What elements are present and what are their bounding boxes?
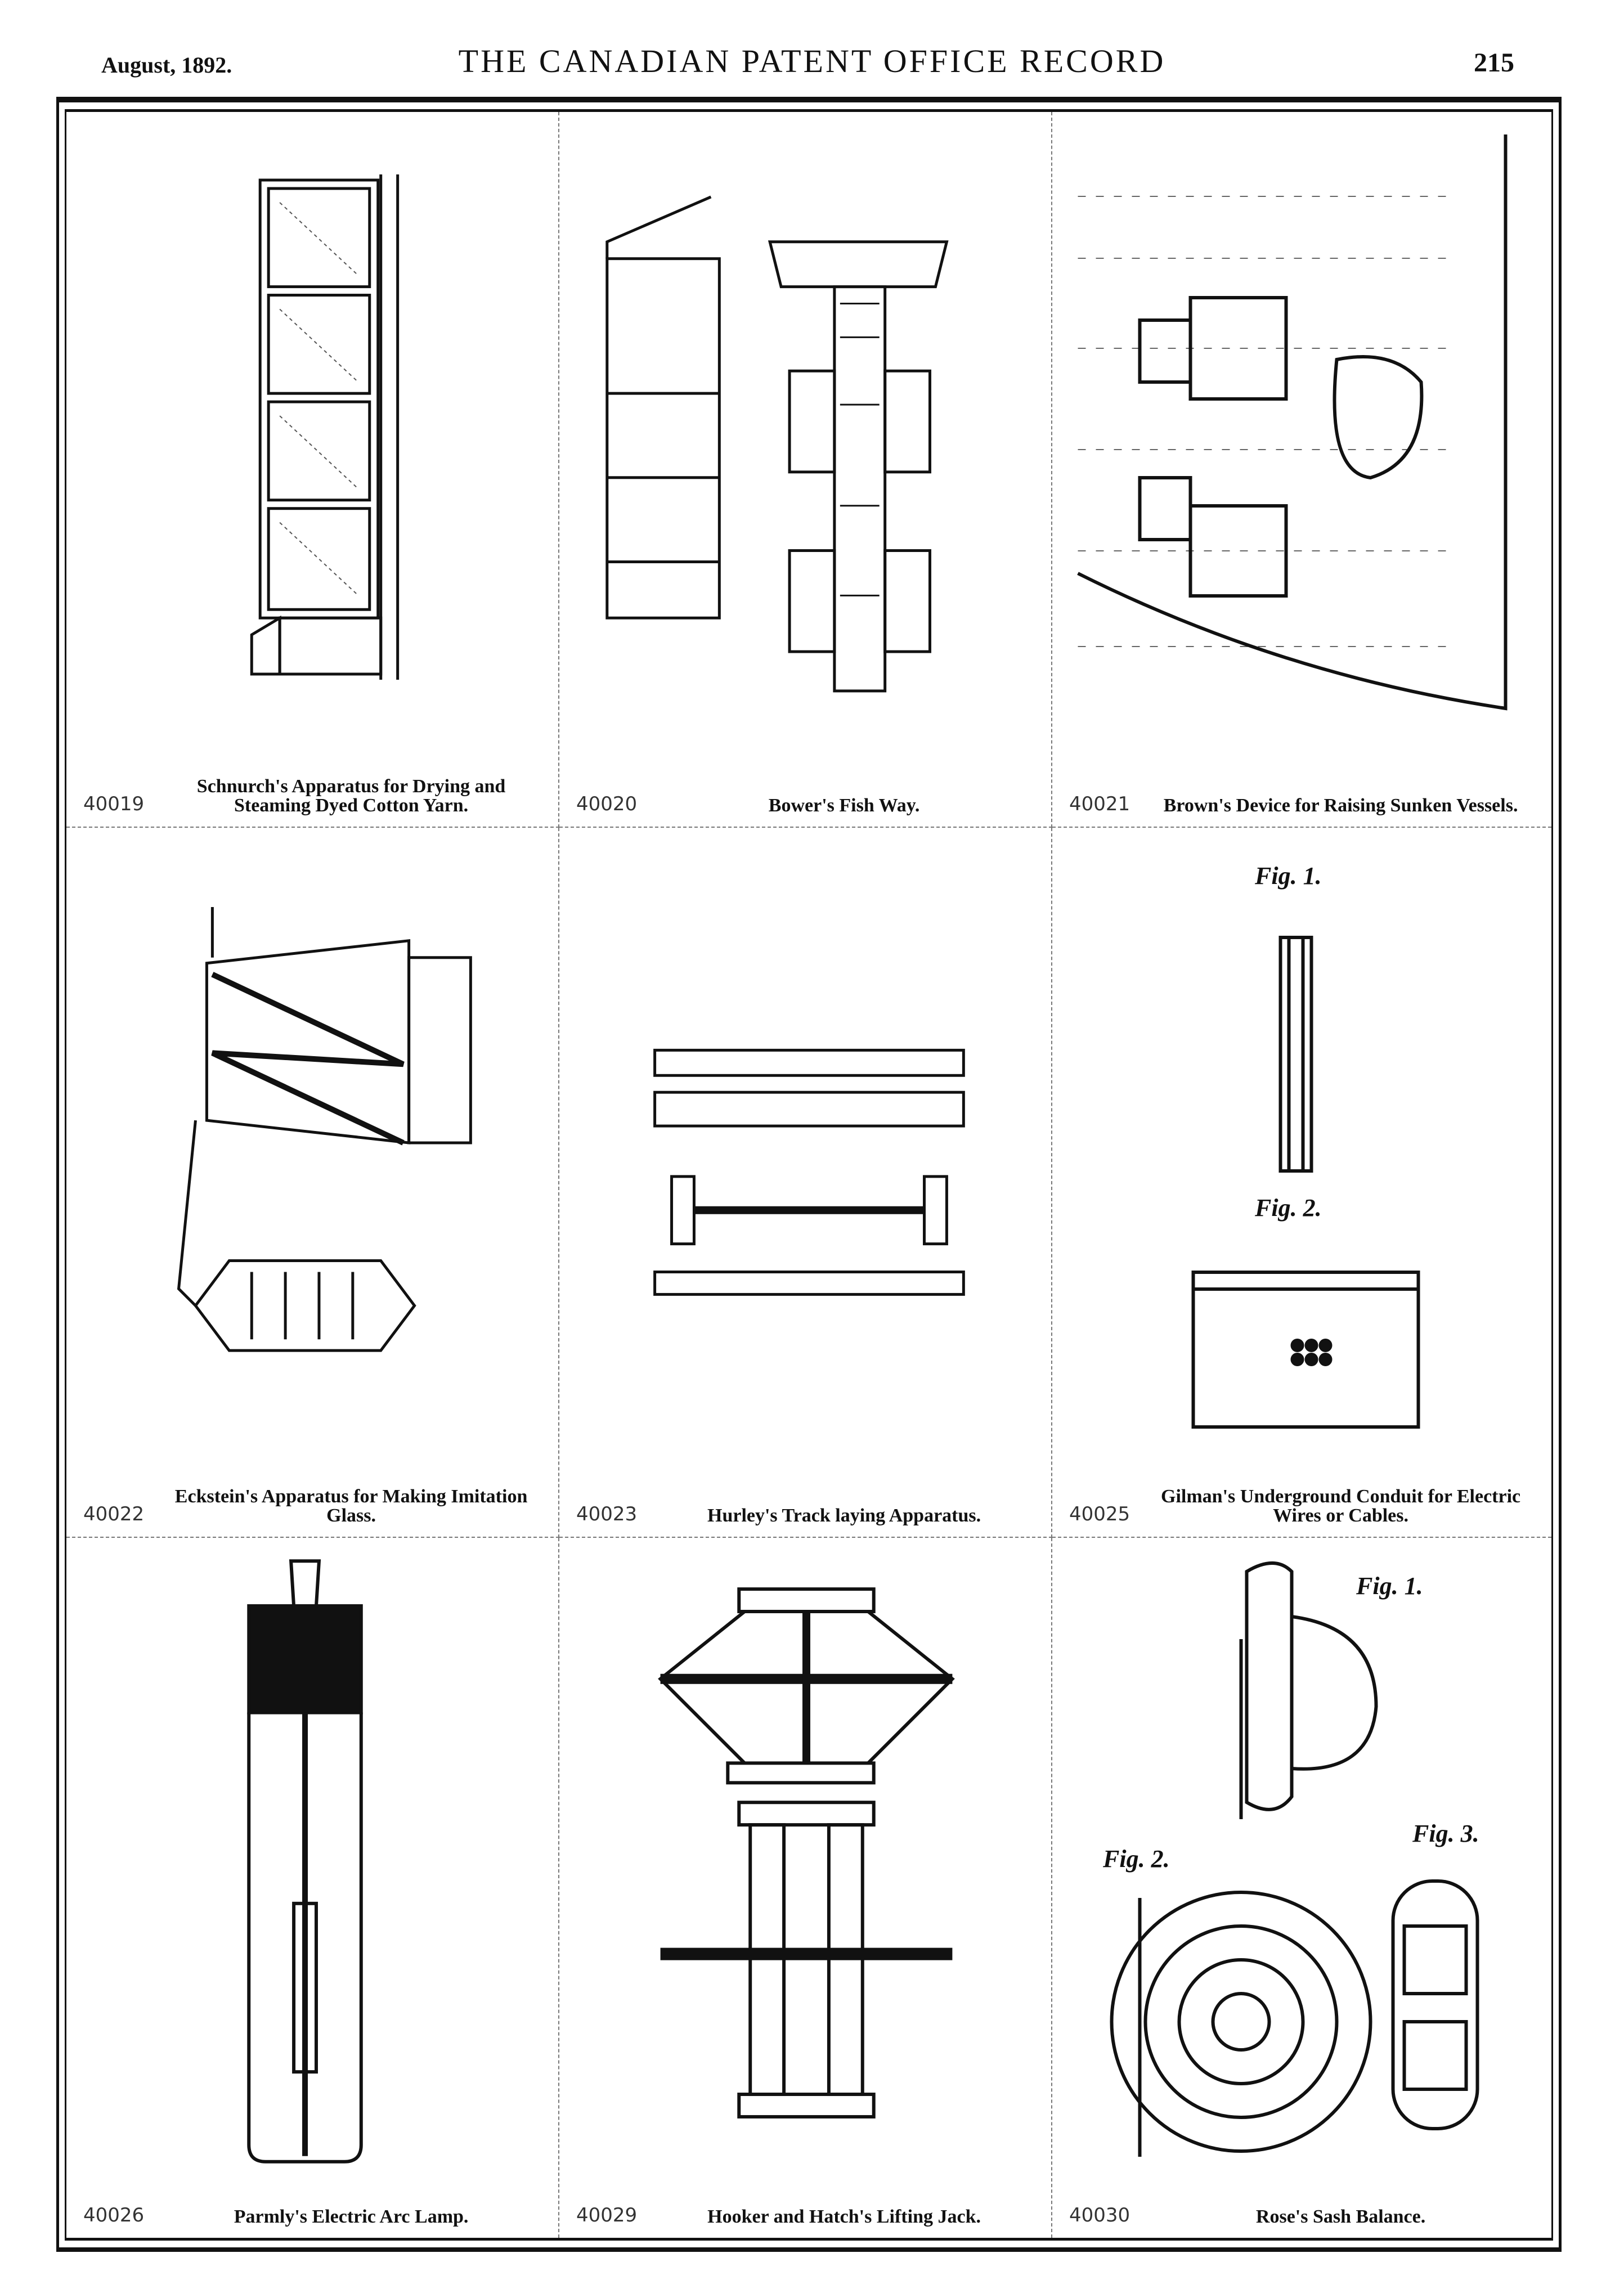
patent-title: Schnurch's Apparatus for Drying and Stea… (196, 776, 506, 816)
patent-number: 40029 (576, 2204, 638, 2227)
patent-number: 40022 (83, 1503, 145, 1525)
patent-title: Bower's Fish Way. (768, 795, 920, 816)
patent-cell-40022: 40022 Eckstein's Apparatus for Making Imi… (66, 828, 559, 1538)
sunken-vessel-drawing (1077, 134, 1508, 711)
figure-label: Fig. 1. (1356, 1572, 1423, 1600)
arc-lamp-drawing (247, 1559, 363, 2164)
lifting-jack-drawing (658, 1587, 955, 2119)
patent-cell-40025: Fig. 1. Fig. 2. 40025 Gilman's Undergroun… (1052, 828, 1551, 1538)
patent-number: 40026 (83, 2204, 145, 2227)
drying-apparatus-drawing (250, 174, 400, 680)
issue-date: August, 1892. (101, 52, 232, 78)
patent-title: Gilman's Underground Conduit for Electri… (1161, 1486, 1521, 1526)
journal-title: THE CANADIAN PATENT OFFICE RECORD (458, 43, 1166, 79)
patent-title: Hurley's Track laying Apparatus. (707, 1505, 981, 1526)
patent-cell-40019: 40019 Schnurch's Apparatus for Drying and… (66, 112, 559, 828)
patent-cell-40029: 40029 Hooker and Hatch's Lifting Jack. (559, 1538, 1052, 2238)
figure-label: Fig. 1. (1255, 862, 1322, 890)
patent-title: Parmly's Electric Arc Lamp. (234, 2206, 469, 2227)
patent-title: Hooker and Hatch's Lifting Jack. (707, 2206, 981, 2227)
sash-balance-drawing (1110, 1561, 1479, 2157)
patent-number: 40025 (1069, 1503, 1130, 1525)
patent-cell-40023: 40023 Hurley's Track laying Apparatus. (559, 828, 1052, 1538)
patent-cell-40021: 40021 Brown's Device for Raising Sunken V… (1052, 112, 1551, 828)
figure-label: Fig. 2. (1103, 1845, 1170, 1873)
patent-number: 40019 (83, 793, 145, 815)
underground-conduit-drawing (1191, 936, 1420, 1429)
patent-number: 40021 (1069, 793, 1130, 815)
patent-cell-40030: Fig. 1. Fig. 2. Fig. 3. 40030 Rose's Sash… (1052, 1538, 1551, 2238)
page-frame: 40019 Schnurch's Apparatus for Drying and… (56, 97, 1562, 2252)
imitation-glass-drawing (177, 906, 472, 1352)
patent-cell-40020: 40020 Bower's Fish Way. (559, 112, 1052, 828)
figure-label: Fig. 3. (1412, 1820, 1479, 1847)
patent-number: 40030 (1069, 2204, 1130, 2227)
fish-way-drawing (605, 195, 949, 693)
figure-label: Fig. 2. (1255, 1194, 1322, 1222)
patent-cell-40026: 40026 Parmly's Electric Arc Lamp. (66, 1538, 559, 2238)
patent-title: Eckstein's Apparatus for Making Imitatio… (174, 1486, 528, 1526)
patent-title: Brown's Device for Raising Sunken Vessel… (1163, 795, 1518, 816)
track-laying-drawing (653, 1048, 965, 1296)
patent-title: Rose's Sash Balance. (1255, 2206, 1426, 2227)
page-number: 215 (1474, 48, 1514, 78)
patent-grid: 40019 Schnurch's Apparatus for Drying and… (66, 112, 1551, 2238)
patent-number: 40020 (576, 793, 638, 815)
patent-number: 40023 (576, 1503, 638, 1525)
